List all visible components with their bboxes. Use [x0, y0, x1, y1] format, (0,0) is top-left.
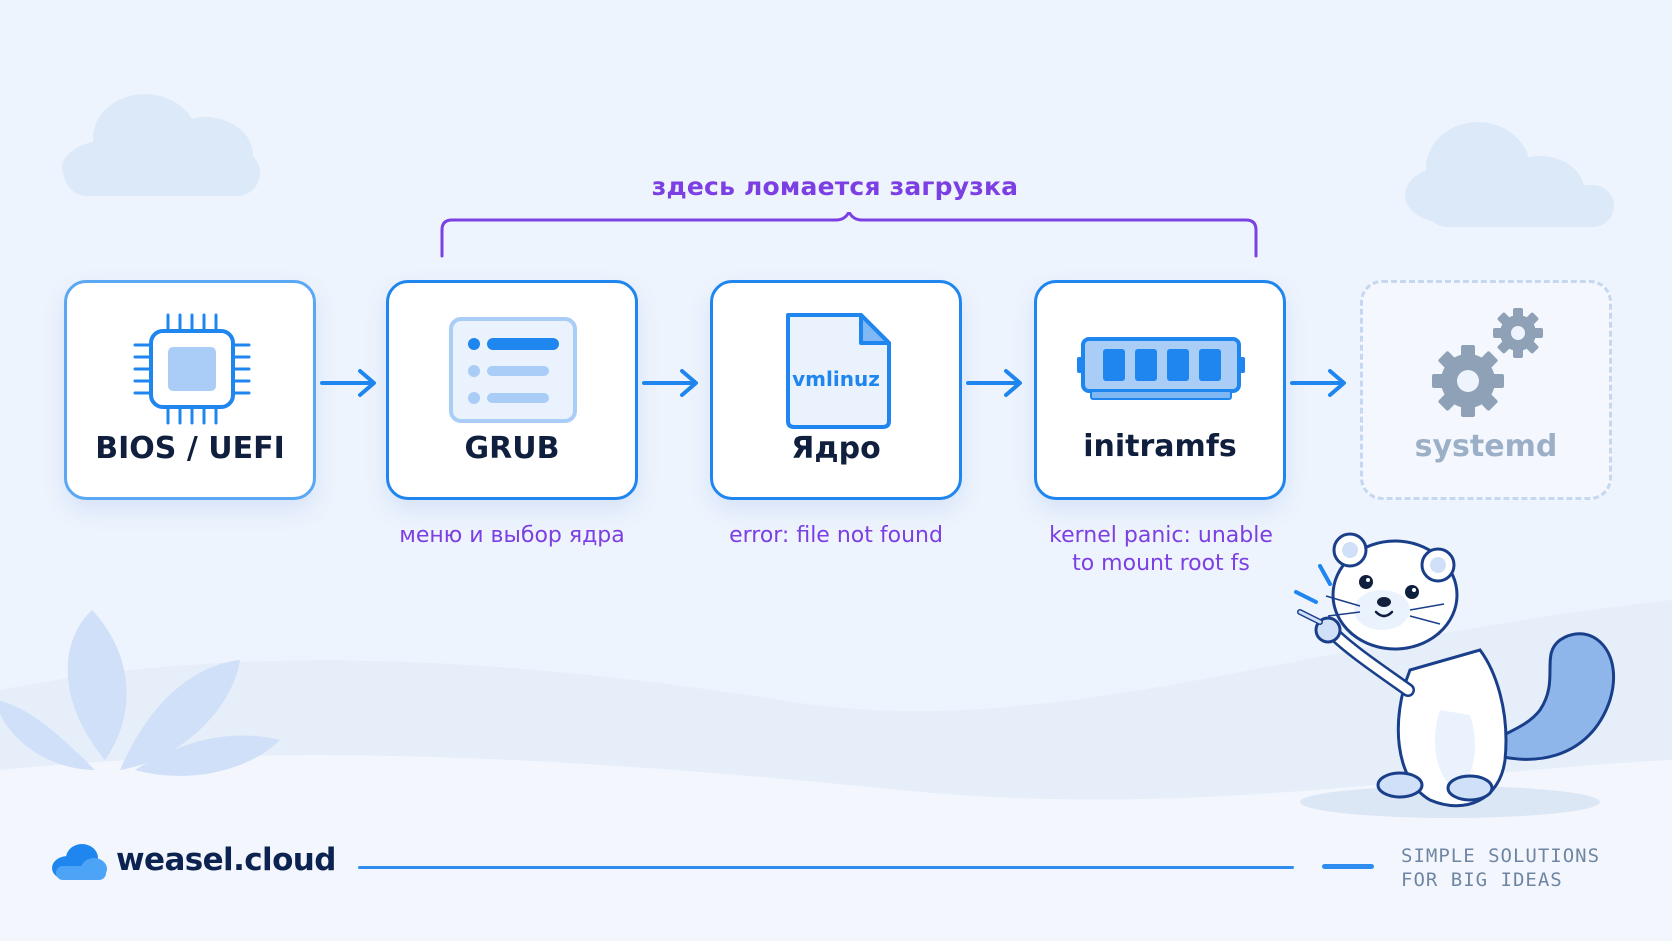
flow-arrow-1: [320, 369, 376, 397]
footer-divider: [358, 866, 1294, 869]
note-kernel: error: file not found: [729, 523, 943, 548]
weasel-mascot-icon: [1294, 532, 1616, 818]
memory-module-icon: [1077, 337, 1245, 400]
stage-label-kernel: Ядро: [791, 431, 881, 466]
gears-icon: [1432, 308, 1543, 417]
note-grub: меню и выбор ядра: [399, 523, 625, 548]
stage-kernel: vmlinuz Ядро: [710, 280, 962, 500]
stage-systemd: systemd: [1360, 280, 1612, 500]
tagline: SIMPLE SOLUTIONS FOR BIG IDEAS: [1401, 844, 1600, 892]
stage-initramfs: initramfs: [1034, 280, 1286, 500]
brand-name: weasel.cloud: [116, 842, 336, 878]
stage-label-bios: BIOS / UEFI: [95, 431, 285, 466]
stage-label-grub: GRUB: [464, 431, 560, 466]
cpu-chip-icon: [133, 313, 251, 425]
hill-front: [0, 755, 1672, 941]
kernel-file-icon: [786, 313, 891, 429]
failure-zone-bracket: [440, 212, 1258, 258]
note-initramfs: kernel panic: unable to mount root fs: [1049, 523, 1273, 576]
tagline-line-2: FOR BIG IDEAS: [1401, 869, 1563, 891]
cloud-left-icon: [62, 94, 260, 196]
footer-accent-dash: [1322, 864, 1374, 869]
plant-leaves-icon: [0, 610, 280, 776]
stage-label-initramfs: initramfs: [1083, 429, 1237, 464]
boot-menu-icon: [449, 317, 577, 423]
cloud-right-icon: [1405, 122, 1614, 227]
stage-label-systemd: systemd: [1414, 429, 1558, 464]
flow-arrow-4: [1290, 369, 1346, 397]
flow-arrow-2: [642, 369, 698, 397]
flow-arrow-3: [966, 369, 1022, 397]
stage-bios-uefi: BIOS / UEFI: [64, 280, 316, 500]
cloud-logo-icon: [52, 844, 107, 880]
kernel-file-name: vmlinuz: [792, 367, 880, 391]
stage-grub: GRUB: [386, 280, 638, 500]
bracket-label: здесь ломается загрузка: [651, 172, 1019, 201]
tagline-line-1: SIMPLE SOLUTIONS: [1401, 845, 1601, 867]
